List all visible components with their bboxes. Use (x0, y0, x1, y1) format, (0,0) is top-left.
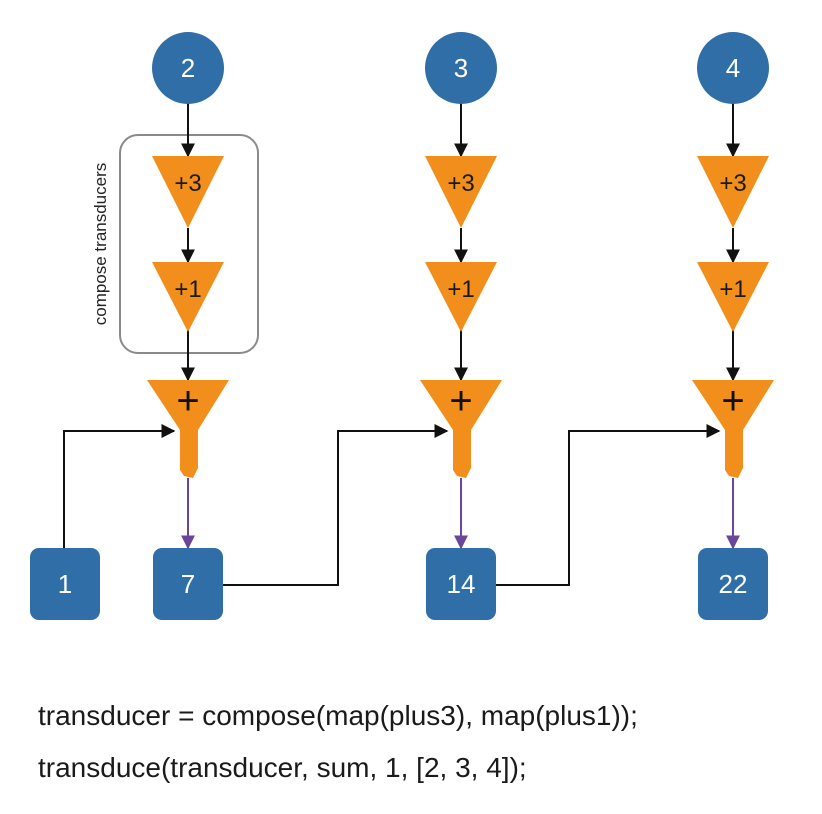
edge-acc-to-reducer (63, 424, 176, 548)
map-op-label: +3 (719, 170, 746, 197)
map-op-triangle (697, 156, 769, 228)
reducer-label: + (176, 379, 199, 423)
code-line-transduce: transduce(transducer, sum, 1, [2, 3, 4])… (38, 752, 527, 783)
accumulator-node (426, 548, 496, 620)
compose-group-label: compose transducers (91, 163, 110, 326)
input-node-label: 3 (454, 53, 468, 83)
map-op-label: +3 (447, 170, 474, 197)
accumulator-label: 22 (719, 569, 748, 599)
code-line-compose: transducer = compose(map(plus3), map(plu… (38, 700, 638, 731)
input-node-label: 2 (181, 53, 195, 83)
map-op-label: +1 (447, 276, 474, 303)
accumulator-node (30, 548, 100, 620)
input-node (152, 32, 224, 104)
map-op-label: +1 (174, 276, 201, 303)
map-op-label: +1 (719, 276, 746, 303)
reducer-label: + (449, 379, 472, 423)
map-op-triangle (425, 262, 497, 332)
map-op-triangle (425, 156, 497, 228)
accumulator-node (153, 548, 223, 620)
accumulator-node (698, 548, 768, 620)
map-op-triangle (697, 262, 769, 332)
accumulator-label: 14 (447, 569, 476, 599)
edge-acc-to-reducer (223, 424, 449, 586)
input-node (425, 32, 497, 104)
reducer-funnel (420, 380, 502, 478)
edge-acc-to-reducer (496, 424, 721, 586)
accumulator-label: 7 (181, 569, 195, 599)
reducer-label: + (721, 379, 744, 423)
map-op-label: +3 (174, 170, 201, 197)
map-op-triangle (152, 156, 224, 228)
input-node-label: 4 (726, 53, 740, 83)
reducer-funnel (147, 380, 229, 478)
reducer-funnel (692, 380, 774, 478)
input-node (697, 32, 769, 104)
map-op-triangle (152, 262, 224, 332)
accumulator-label: 1 (58, 569, 72, 599)
